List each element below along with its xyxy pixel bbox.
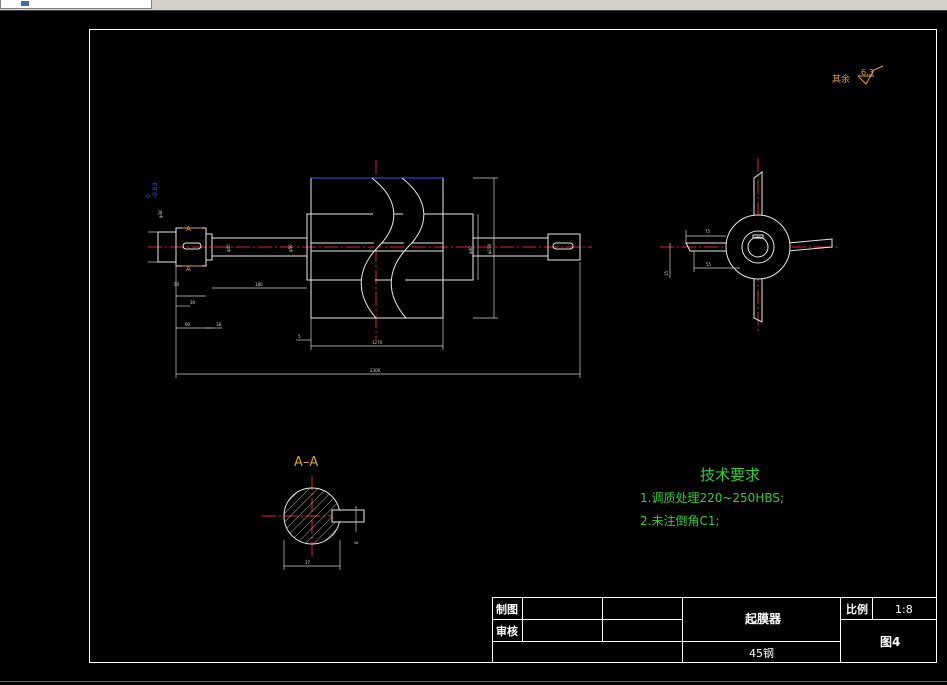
dim-roller-offset: 5 <box>298 334 301 339</box>
tolerance-lower: -0.03 <box>152 182 159 198</box>
dim-keyway-length: 50 <box>174 282 180 287</box>
hub-dimensions <box>669 230 740 278</box>
hub-outer <box>725 214 791 280</box>
dim-hub-b: 55 <box>706 262 712 267</box>
tolerance-upper: 0 <box>145 194 152 198</box>
dim-mid-diameter: φ50 <box>288 244 293 252</box>
scale-value: 1:8 <box>895 603 913 616</box>
scale-label: 比例 <box>846 602 868 616</box>
dim-overall-length: 2300 <box>370 368 381 373</box>
dim-roller-diameter: φ40 <box>468 246 473 254</box>
window-tab-bar <box>0 0 947 11</box>
drawing-number: 图4 <box>880 635 900 649</box>
dim-hub-a: 75 <box>705 229 711 234</box>
dim-shaft-step: 60 <box>185 322 191 327</box>
status-divider <box>0 681 947 682</box>
drawn-label: 制图 <box>496 602 518 616</box>
document-tab[interactable] <box>0 0 152 9</box>
drawing-border <box>89 29 937 663</box>
dim-step-small: 30 <box>190 300 196 305</box>
hub-side-view <box>660 158 838 334</box>
title-block-texts: 制图 审核 起膜器 45钢 比例 1:8 图4 <box>496 602 913 660</box>
tech-req-title: 技术要求 <box>700 466 760 484</box>
surface-roughness-symbol: 其余 6.3 <box>832 65 884 85</box>
tab-bar-divider <box>0 10 947 11</box>
checked-label: 审核 <box>496 624 518 638</box>
shaft-dimensions <box>148 177 581 378</box>
dim-second-diameter: φ40 <box>226 244 231 252</box>
section-key <box>331 509 365 523</box>
cad-drawing-canvas[interactable]: 其余 6.3 <box>0 11 947 681</box>
section-title: A–A <box>294 455 318 470</box>
dim-roller-length: 1270 <box>372 340 383 345</box>
roughness-check-mark <box>857 65 884 85</box>
dim-key-width: 8 <box>354 541 359 544</box>
shaft-dimension-texts: 2300 1270 180 60 50 30 18 5 φ38 φ40 φ50 … <box>145 182 492 373</box>
material: 45钢 <box>749 647 774 660</box>
shaft-front-view <box>148 160 592 340</box>
roughness-label: 其余 <box>832 73 850 85</box>
dim-hub-c: 15 <box>664 270 669 276</box>
dim-left-diameter: φ38 <box>158 210 163 218</box>
section-marker-upper: A <box>186 225 191 233</box>
dim-section-width: 37 <box>305 560 311 565</box>
technical-requirements: 技术要求 1.调质处理220~250HBS; 2.未注倒角C1; <box>640 466 784 528</box>
section-marker-lower: A <box>186 265 191 273</box>
section-a-a-view <box>262 476 365 570</box>
hub-inner <box>741 230 775 264</box>
tech-req-item-2: 2.未注倒角C1; <box>640 513 720 528</box>
roughness-value: 6.3 <box>861 68 874 77</box>
dim-right-diameter: φ150 <box>487 243 492 254</box>
blade-right <box>787 238 833 252</box>
part-name: 起膜器 <box>744 611 782 626</box>
dim-step-gap: 18 <box>216 322 222 327</box>
dim-journal-length: 180 <box>255 282 263 287</box>
hub-bore <box>747 236 769 258</box>
title-block <box>492 597 937 663</box>
document-icon <box>21 1 29 6</box>
tech-req-item-1: 1.调质处理220~250HBS; <box>640 491 784 505</box>
